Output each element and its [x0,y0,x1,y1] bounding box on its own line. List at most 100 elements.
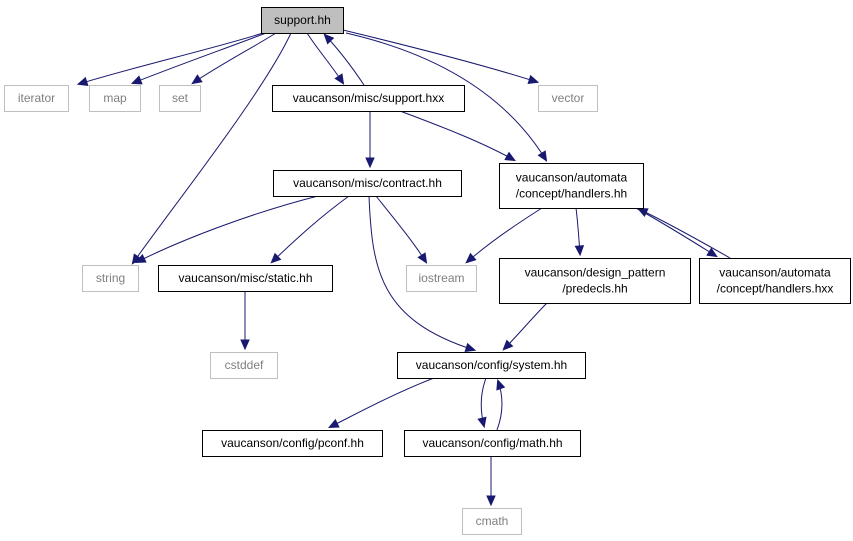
edge-contract_hh-to-static_hh [270,195,350,264]
edge-support_hh-to-support_hxx [306,32,345,85]
node-cmath: cmath [462,508,522,535]
arrowhead-icon [464,342,477,352]
node-label: vaucanson/misc/static.hh [178,271,312,285]
node-label: /concept/handlers.hh [516,187,627,201]
node-support-hh: support.hh [261,7,344,34]
edge-line [78,32,264,85]
edge-line [192,32,277,84]
node-box [272,85,465,112]
node-label: /predecls.hh [562,282,627,296]
arrowhead-icon [537,150,548,162]
node-box [406,265,477,292]
edge-line [635,207,717,257]
edge-system_hh-to-math_hh [477,377,487,429]
edge-line [306,32,344,84]
node-handlers-hh[interactable]: vaucanson/automata/concept/handlers.hh [499,163,644,209]
edge-support_hxx-to-support_hh [323,33,365,86]
edge-line [329,377,435,428]
edge-static_hh-to-cstddef [240,291,250,351]
edge-support_hh-to-iterator [76,32,264,86]
edge-support_hh-to-handlers_hh [345,32,548,162]
node-label: /concept/handlers.hxx [717,282,834,296]
arrowhead-icon [465,252,477,264]
node-label: map [103,91,127,105]
node-label: vaucanson/config/system.hh [416,358,567,372]
edge-support_hh-to-map [130,32,267,85]
node-predecls-hh[interactable]: vaucanson/design_pattern/predecls.hh [499,258,691,304]
node-box [699,258,851,304]
arrowhead-icon [240,339,250,351]
node-iostream: iostream [406,265,477,292]
edge-line [375,195,427,263]
arrowhead-icon [134,253,147,263]
edge-predecls_hh-to-system_hh [502,302,548,351]
arrowhead-icon [477,416,487,429]
node-contract-hh[interactable]: vaucanson/misc/contract.hh [273,170,462,197]
node-label: iostream [418,271,464,285]
node-label: support.hh [274,13,331,27]
arrowhead-icon [76,76,89,86]
edge-handlers_hh-to-predecls_hh [574,207,585,257]
edge-handlers_hh-to-handlers_hxx [635,207,718,258]
edge-math_hh-to-cmath [486,456,496,507]
node-box [499,163,644,209]
node-box [397,352,586,379]
node-pconf-hh[interactable]: vaucanson/config/pconf.hh [202,430,383,457]
node-box [159,85,201,112]
edge-handlers_hh-to-iostream [465,207,543,264]
node-box [4,85,69,112]
edge-contract_hh-to-iostream [375,195,428,264]
edge-line [345,32,547,161]
node-label: vaucanson/automata [516,171,628,185]
arrowhead-icon [502,339,514,351]
node-cstddef: cstddef [210,352,278,379]
node-box [210,352,278,379]
node-static-hh[interactable]: vaucanson/misc/static.hh [158,265,333,292]
edge-line [638,208,731,259]
node-string: string [82,265,139,292]
node-support-hxx[interactable]: vaucanson/misc/support.hxx [272,85,465,112]
arrowhead-icon [191,74,203,85]
arrowhead-icon [636,208,649,218]
arrowhead-icon [504,151,516,162]
arrowhead-icon [323,33,335,45]
node-system-hh[interactable]: vaucanson/config/system.hh [397,352,586,379]
node-math-hh[interactable]: vaucanson/config/math.hh [404,430,581,457]
node-label: vaucanson/automata [719,266,831,280]
edge-support_hh-to-set [191,32,277,85]
node-box [273,170,462,197]
node-iterator: iterator [4,85,69,112]
arrowhead-icon [334,73,345,85]
node-label: vaucanson/config/pconf.hh [221,436,364,450]
edge-line [368,195,475,351]
edge-contract_hh-to-system_hh [368,195,477,352]
node-box [462,508,522,535]
node-label: vaucanson/design_pattern [525,266,666,280]
node-label: vaucanson/misc/support.hxx [293,91,444,105]
arrowhead-icon [365,157,375,169]
edge-system_hh-to-pconf_hh [327,377,435,428]
node-label: cstddef [225,358,264,372]
node-vector: vector [538,85,598,112]
node-label: iterator [18,91,55,105]
node-box [82,265,139,292]
edge-line [503,302,548,350]
edge-support_hxx-to-handlers_hh [399,110,516,162]
arrowhead-icon [270,252,282,264]
edge-math_hh-to-system_hh [496,378,506,431]
arrowhead-icon [486,495,496,507]
node-map: map [89,85,141,112]
node-box [89,85,141,112]
edge-support_hxx-to-contract_hh [365,111,375,169]
node-label: cmath [476,514,509,528]
node-label: vector [552,91,585,105]
node-label: vaucanson/config/math.hh [422,436,562,450]
arrowhead-icon [496,378,506,391]
arrowhead-icon [527,74,540,84]
node-handlers-hxx[interactable]: vaucanson/automata/concept/handlers.hxx [699,258,851,304]
arrowhead-icon [130,75,143,85]
edge-line [324,34,365,86]
edge-line [132,32,292,264]
edge-line [342,29,538,83]
